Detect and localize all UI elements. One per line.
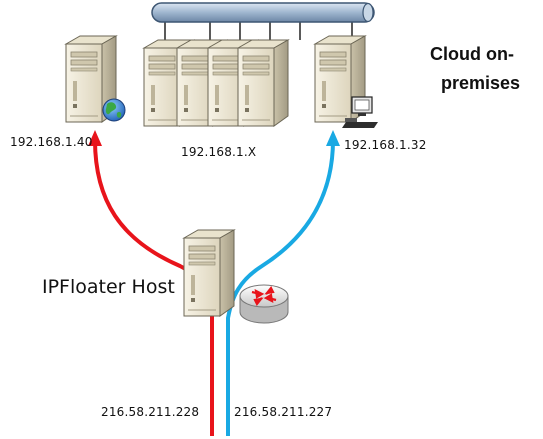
red-link-arrowhead — [88, 130, 102, 146]
ip-server-group: 192.168.1.X — [181, 145, 257, 159]
blue-link-arrowhead — [326, 130, 340, 146]
ipfloater-host-server — [183, 229, 235, 317]
ip-public-red: 216.58.211.228 — [101, 405, 200, 419]
router-icon — [239, 284, 289, 324]
ip-public-blue: 216.58.211.227 — [234, 405, 333, 419]
server-group — [143, 39, 289, 127]
ip-right-server: 192.168.1.32 — [344, 138, 427, 152]
network-bus — [151, 2, 375, 48]
diagram-title-line2: premises — [441, 73, 521, 93]
diagram-title-line1: Cloud on- — [430, 44, 514, 64]
ip-left-server: 192.168.1.40 — [10, 135, 93, 149]
globe-icon — [102, 98, 126, 122]
computer-icon — [342, 96, 378, 128]
ipfloater-host-label: IPFloater Host — [42, 276, 175, 298]
